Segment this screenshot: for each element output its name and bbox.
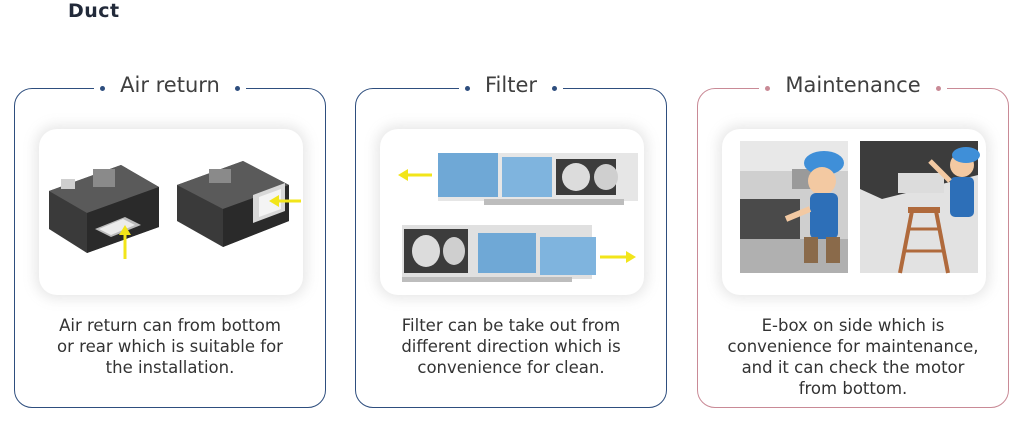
description-line: Filter can be take out from: [401, 316, 621, 335]
card-description: Air return can from bottom or rear which…: [23, 315, 317, 378]
maintenance-card: Maintenance: [697, 73, 1009, 408]
filter-illustration: [380, 129, 644, 295]
heading-dot-right: [552, 86, 557, 91]
description-line: convenience for clean.: [417, 358, 605, 377]
card-title: Filter: [484, 73, 537, 97]
description-line: the installation.: [105, 358, 235, 377]
description-line: Air return can from bottom: [59, 316, 281, 335]
description-line: different direction which is: [401, 337, 621, 356]
duct-unit-bottom-return: [49, 165, 159, 253]
heading-dot-left: [765, 86, 771, 91]
description-line: E-box on side which is: [761, 316, 945, 335]
duct-unit-top: [438, 153, 638, 205]
description-line: convenience for maintenance,: [727, 337, 979, 356]
arrow-left: [398, 169, 432, 181]
arrow-right: [600, 251, 636, 263]
card-description: Filter can be take out from different di…: [364, 315, 658, 378]
heading-dot-right: [234, 86, 240, 91]
heading-dot-left: [464, 86, 470, 91]
air-return-card: Air return: [14, 73, 326, 408]
air-return-illustration: [39, 129, 303, 295]
arrow-left: [269, 195, 301, 207]
duct-unit-bottom: [402, 225, 596, 282]
filter-card: Filter: [355, 73, 667, 408]
heading-dot-right: [935, 86, 941, 91]
duct-unit-rear-return: [177, 161, 289, 247]
card-heading: Maintenance: [698, 73, 1008, 97]
card-heading: Filter: [356, 73, 666, 97]
page-title: Duct: [68, 0, 120, 22]
description-line: and it can check the motor: [741, 358, 965, 377]
card-title: Air return: [120, 73, 220, 97]
card-heading: Air return: [15, 73, 325, 97]
heading-dot-left: [100, 86, 106, 91]
technician-on-ladder: [860, 141, 980, 274]
card-description: E-box on side which is convenience for m…: [706, 315, 1000, 399]
description-line: from bottom.: [798, 379, 908, 398]
arrow-up: [119, 225, 131, 259]
card-title: Maintenance: [785, 73, 921, 97]
description-line: or rear which is suitable for: [57, 337, 283, 356]
maintenance-illustration: [722, 129, 986, 295]
technician-checking-ebox: [740, 141, 848, 273]
